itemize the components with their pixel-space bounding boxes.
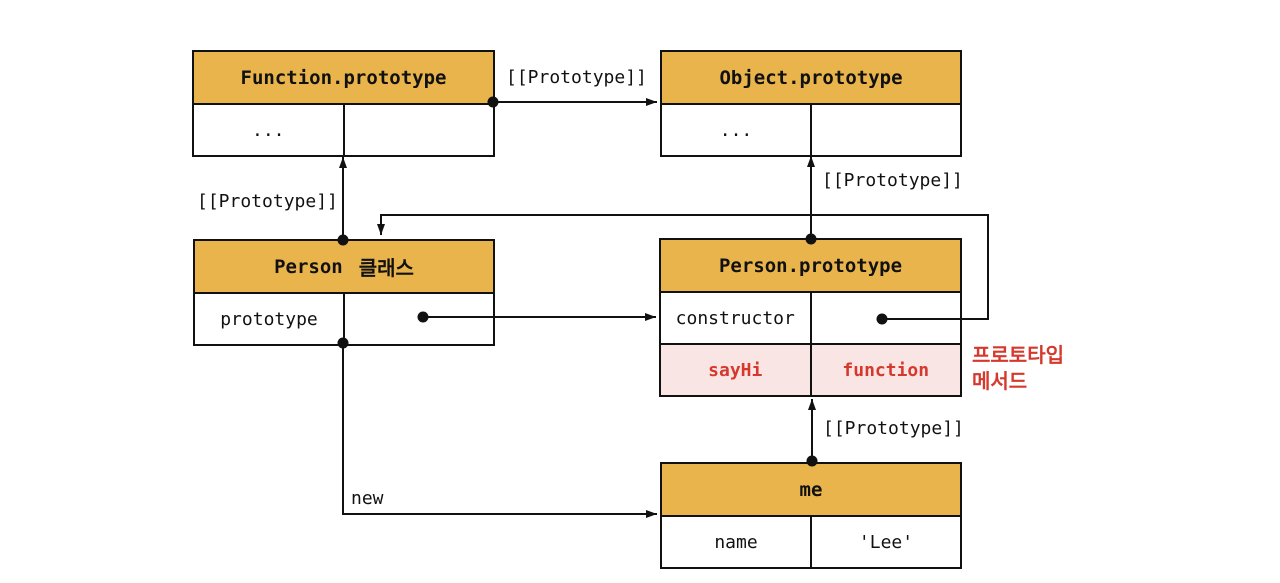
object-prototype-row: ... xyxy=(662,105,960,155)
person-prototype-constructor-key-cell: constructor xyxy=(661,293,812,343)
prototype-method-annotation-line1: 프로토타입 xyxy=(972,343,1064,367)
me-box: me name 'Lee' xyxy=(660,462,962,569)
me-title: me xyxy=(662,464,960,517)
person-class-box: Person 클래스 prototype xyxy=(193,239,495,346)
new-keyword-label: new xyxy=(351,488,384,509)
function-prototype-empty-cell xyxy=(345,105,494,155)
function-prototype-ellipsis-cell: ... xyxy=(194,105,345,155)
prototype-label-me-personproto: [[Prototype]] xyxy=(823,418,964,439)
person-class-title-korean: 클래스 xyxy=(358,256,414,280)
person-class-title-code: Person xyxy=(274,255,343,278)
prototype-label-person-function: [[Prototype]] xyxy=(197,191,338,212)
object-prototype-box: Object.prototype ... xyxy=(660,50,962,157)
function-prototype-box: Function.prototype ... xyxy=(192,50,495,157)
me-name-value-cell: 'Lee' xyxy=(858,531,914,553)
object-prototype-empty-cell xyxy=(812,105,960,155)
function-prototype-title: Function.prototype xyxy=(194,52,493,105)
person-prototype-title: Person.prototype xyxy=(661,240,960,293)
prototype-method-annotation: 프로토타입 메서드 xyxy=(972,342,1064,394)
me-name-key-cell: name xyxy=(662,517,812,567)
arrow-new-to-me xyxy=(342,343,657,518)
me-name-row: name 'Lee' xyxy=(662,517,960,567)
person-prototype-sayhi-key-cell: sayHi xyxy=(661,345,812,395)
object-prototype-ellipsis-cell: ... xyxy=(662,105,812,155)
person-prototype-box: Person.prototype constructor sayHi funct… xyxy=(659,238,962,397)
function-prototype-row: ... xyxy=(194,105,493,155)
person-class-prototype-value-cell xyxy=(345,294,493,344)
person-prototype-constructor-row: constructor xyxy=(661,293,960,343)
prototype-method-annotation-line2: 메서드 xyxy=(972,369,1028,393)
person-class-prototype-row: prototype xyxy=(195,294,493,344)
person-class-title: Person 클래스 xyxy=(195,241,493,294)
person-prototype-sayhi-row: sayHi function xyxy=(661,343,960,395)
person-prototype-constructor-value-cell xyxy=(812,293,961,343)
person-class-prototype-key-cell: prototype xyxy=(195,294,345,344)
object-prototype-title: Object.prototype xyxy=(662,52,960,105)
person-prototype-sayhi-value-cell: function xyxy=(842,359,930,381)
prototype-label-function-object: [[Prototype]] xyxy=(506,67,647,88)
prototype-label-personproto-object: [[Prototype]] xyxy=(822,170,963,191)
